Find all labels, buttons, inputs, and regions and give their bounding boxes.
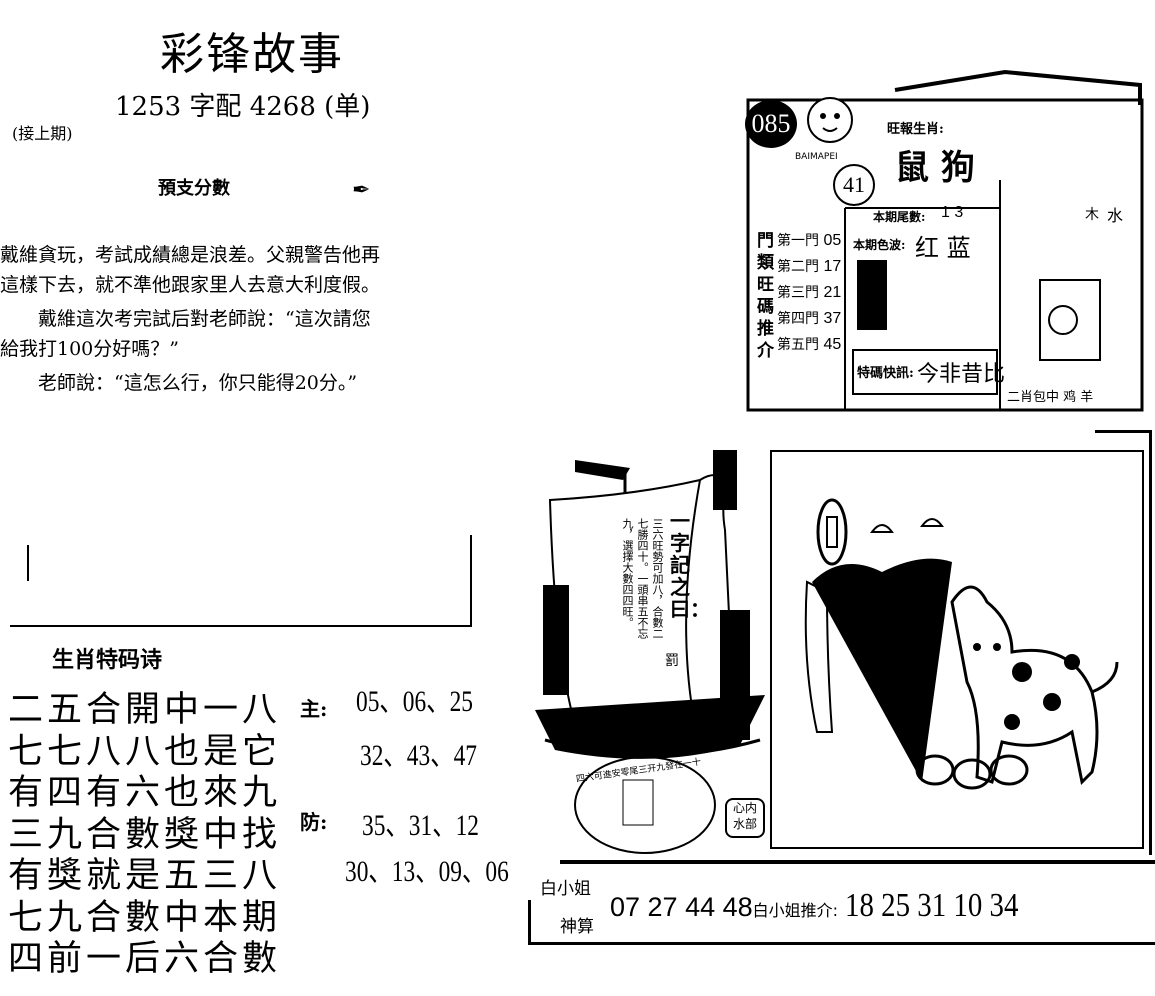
bottom-numbers-row: 07 27 44 48白小姐推介: 18 25 31 10 34	[610, 887, 1049, 925]
sail-char: 罰	[665, 653, 679, 669]
guard-numbers-2: 30、13、09、06	[345, 855, 509, 888]
poem-line: 四前一后六合數	[8, 939, 282, 979]
poem-line: 三九合數獎中找	[8, 814, 282, 855]
poem-line: 七七八八也是它	[8, 731, 282, 772]
ad-frame	[746, 69, 1144, 412]
stamp-top: 心内	[732, 801, 757, 815]
tail-value: 1 3	[941, 204, 964, 221]
poem-line: 有獎就是五三八	[8, 856, 282, 896]
cat-illustration-frame	[760, 430, 1152, 855]
sail-title: 一字記之曰：	[670, 509, 710, 621]
cat-icon	[804, 498, 1119, 790]
main-label: 主:	[300, 697, 328, 721]
story-paragraph: 老師說：“這怎么行，你只能得20分。”	[0, 372, 358, 394]
guard-label: 防:	[300, 810, 328, 834]
lucky-ball: 41	[833, 164, 875, 206]
continued-label: (接上期)	[12, 124, 73, 143]
story-paragraph: 戴維這次考完試后對老師說：“這次請您給我打100分好嗎？”	[0, 308, 371, 360]
gate-row: 第一門 05	[777, 232, 842, 249]
poem-line: 七九合數中本期	[8, 897, 282, 938]
right-label-1: 水	[1107, 206, 1124, 225]
story-body: 戴維貪玩，考試成績總是浪差。父親警告他再這樣下去，就不準他跟家里人去意大利度假。…	[0, 240, 380, 402]
recommend-numbers: 18 25 31 10 34	[845, 887, 1019, 924]
bai-label-top: 白小姐	[540, 879, 591, 899]
zodiac-poem: 二五合開中一八 七七八八也是它 有四有六也來九 三九合數獎中找 有獎就是五三八 …	[8, 690, 281, 981]
gate-row: 第二門 17	[777, 258, 842, 275]
bai-label-bottom: 神算	[560, 917, 594, 937]
zodiac-big: 鼠 狗	[895, 148, 975, 188]
issue-badge: 085	[745, 100, 797, 148]
color-label: 本期色波:	[853, 238, 906, 252]
tail-label: 本期尾數:	[873, 210, 926, 224]
divider-line	[560, 860, 1155, 864]
brand-text: BAIMAPEI	[795, 152, 838, 162]
stamp-box: 心内 水部	[725, 798, 765, 838]
page-title: 彩锋故事	[160, 29, 344, 80]
gate-row: 第三門 21	[777, 284, 842, 301]
two-zodiac-text: 二肖包中 鸡 羊	[1007, 390, 1094, 405]
gate-row: 第五門 45	[777, 336, 842, 353]
empty-answer-box	[10, 535, 472, 627]
bottom-left-bracket	[528, 900, 531, 945]
guard-numbers-1: 35、31、12	[362, 809, 479, 842]
zodiac-ad-panel: 085 BAIMAPEI 41 旺報生肖: 鼠 狗 本期尾數: 1 3 本期色波…	[745, 60, 1145, 415]
sailboat-illustration: 一字記之曰： 罰 三六旺勢可加八，合數二七勝四十。一頭串五不忘九，選擇大數四四旺…	[535, 440, 770, 860]
gate-row: 第四門 37	[777, 310, 842, 327]
right-label-2: 木	[1085, 207, 1099, 223]
zodiac-heading: 旺報生肖:	[887, 122, 944, 137]
story-heading: 預支分數	[158, 178, 230, 199]
gate-side-label: 門類旺碼推介	[757, 231, 774, 361]
sail-poem: 三六旺勢可加八，合數二七勝四十。一頭串五不忘九，選擇大數四四旺。	[621, 518, 664, 639]
special-label: 特碼快訊:	[857, 366, 914, 381]
bai-numbers: 07 27 44 48	[610, 892, 753, 922]
stamp-bottom: 水部	[732, 817, 757, 831]
poem-line: 二五合開中一八	[8, 690, 282, 730]
sailboat-icon	[535, 450, 765, 854]
poem-title: 生肖特码诗	[52, 647, 163, 673]
quill-icon: ✒	[352, 178, 371, 203]
special-text: 今非昔比	[917, 362, 1006, 387]
poem-line: 有四有六也來九	[8, 773, 282, 813]
bottom-line	[528, 942, 1155, 945]
main-numbers-1: 05、06、25	[356, 685, 473, 718]
gate-list: 第一門 05 第二門 17 第三門 21 第四門 37 第五門 45	[777, 228, 841, 358]
cursor-mark	[27, 545, 29, 581]
color-value: 红 蓝	[915, 234, 971, 262]
recommend-label: 白小姐推介:	[752, 901, 839, 920]
issue-number: 1253 字配 4268 (单)	[115, 92, 371, 122]
main-numbers-2: 32、43、47	[360, 739, 477, 772]
story-paragraph: 戴維貪玩，考試成績總是浪差。父親警告他再這樣下去，就不準他跟家里人去意大利度假。	[0, 244, 381, 296]
